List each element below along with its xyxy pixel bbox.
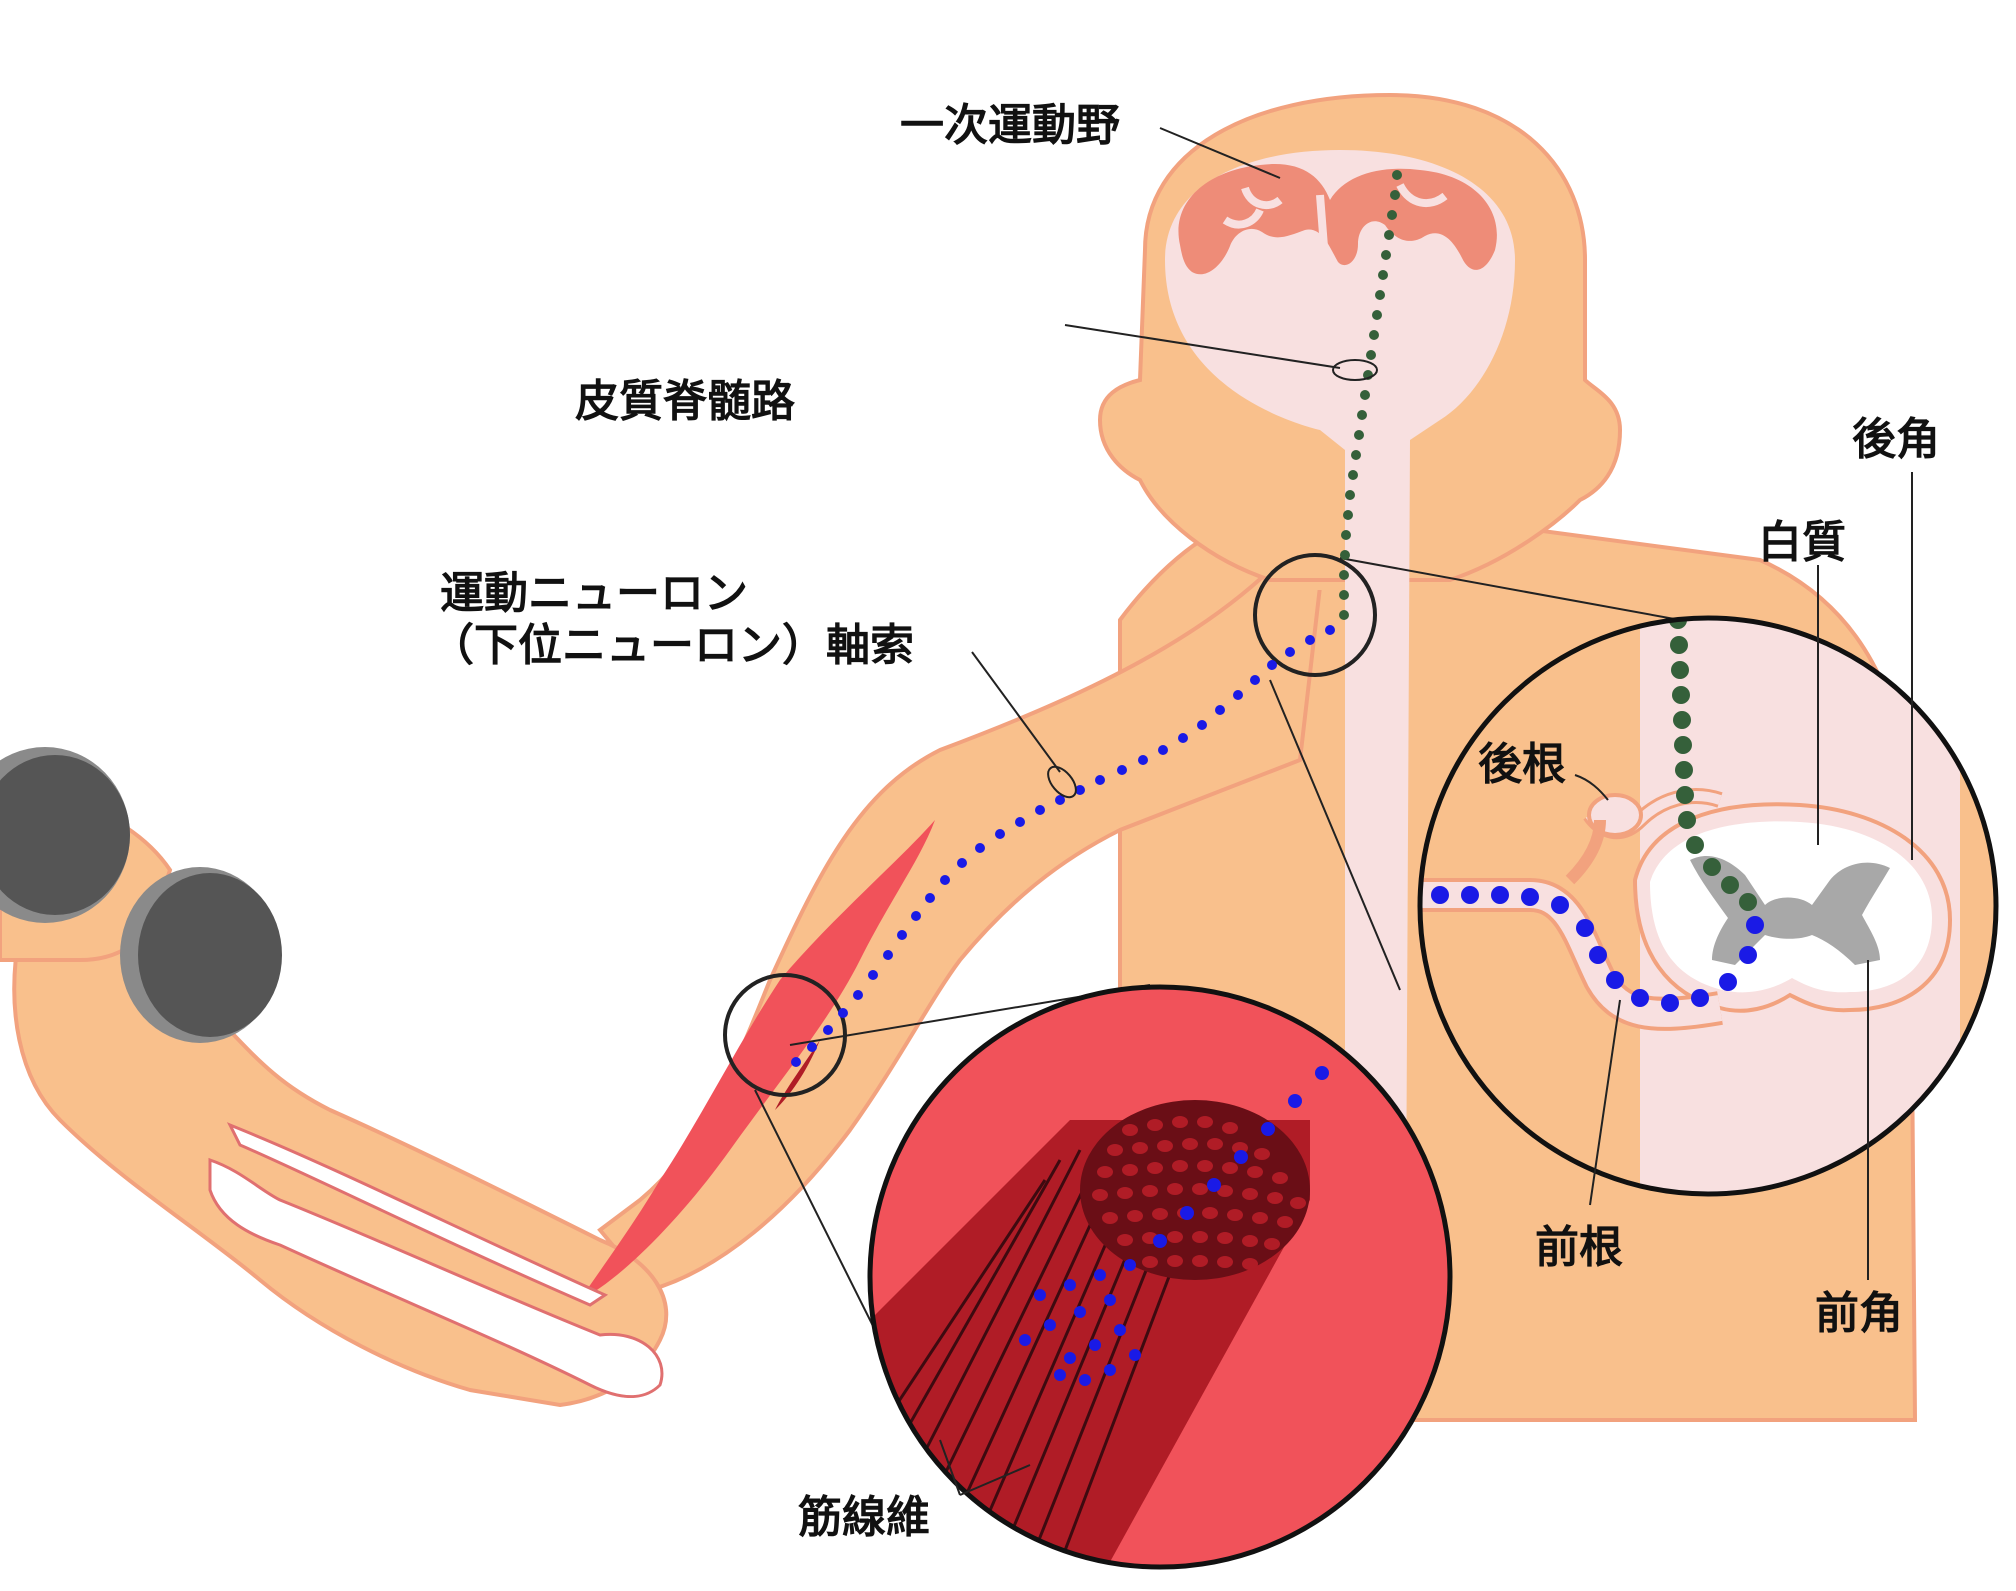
- label-posterior-horn: 後角: [1852, 414, 1940, 465]
- label-muscle-fiber: 筋線維: [798, 1492, 930, 1543]
- label-dorsal-root: 後根: [1478, 739, 1566, 790]
- axon-marker: [1047, 765, 1077, 799]
- forearm-bones: [208, 1122, 664, 1399]
- leader-lines: [939, 127, 1913, 1496]
- upper-neuron-dots-spinal: [1669, 618, 1757, 911]
- dumbbell: [0, 747, 282, 1043]
- lower-neuron-dots-spinal: [1431, 886, 1764, 1012]
- spinal-magnifier: [1253, 553, 1999, 1197]
- label-ventral-root: 前根: [1535, 1222, 1623, 1273]
- brain: [1165, 150, 1515, 1420]
- gray-matter: [1690, 855, 1890, 965]
- label-primary-motor-cortex: 一次運動野: [900, 100, 1120, 151]
- label-white-matter: 白質: [1758, 517, 1846, 568]
- primary-motor-cortex: [1178, 164, 1497, 275]
- label-motor-neuron-axon: （下位ニューロン）軸索: [430, 620, 914, 671]
- label-corticospinal-tract: 皮質脊髄路: [575, 376, 795, 427]
- tract-marker: [1332, 359, 1378, 381]
- upper-motor-neuron-path: [1339, 170, 1402, 620]
- label-motor-neuron: 運動ニューロン: [440, 568, 748, 619]
- lower-motor-neuron-path: [791, 625, 1335, 1067]
- title-fragment: [640, 0, 1360, 12]
- label-anterior-horn: 前角: [1815, 1288, 1903, 1339]
- muscle-magnifier: [723, 973, 1453, 1570]
- neuron-terminals-muscle: [1019, 1038, 1357, 1386]
- biceps-muscle: [580, 820, 935, 1300]
